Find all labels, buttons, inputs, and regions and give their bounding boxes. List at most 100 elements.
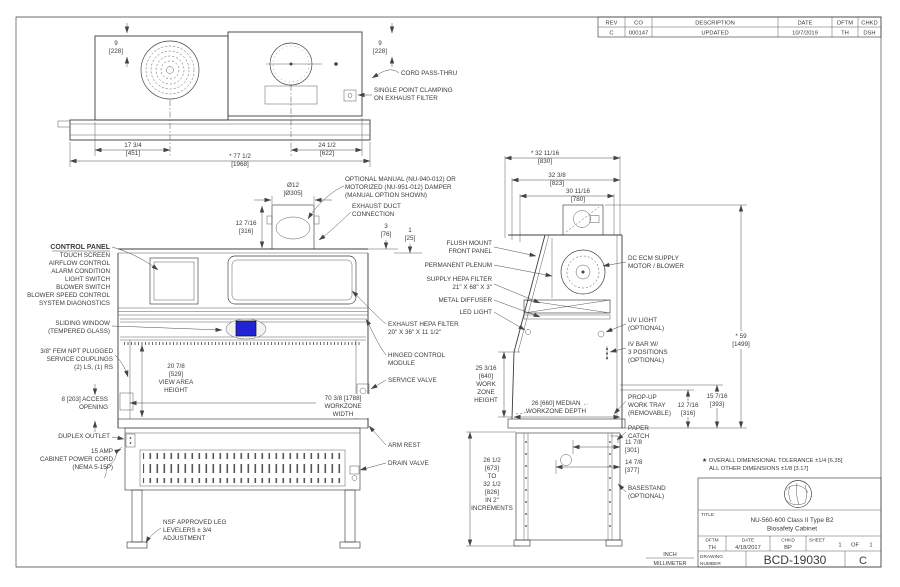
control-panel-title: CONTROL PANEL xyxy=(50,244,110,251)
units-inch: INCH xyxy=(663,552,676,558)
date-value: 4/18/2017 xyxy=(735,545,761,551)
left-leg xyxy=(126,489,148,549)
description-header: DESCRIPTION xyxy=(695,21,735,27)
date-label: DATE xyxy=(742,538,754,544)
dim-depth-left: 9[228] xyxy=(109,40,123,55)
sheet-total: 1 xyxy=(869,543,872,549)
chkd-value: DSH xyxy=(863,31,875,37)
permanent-plenum-label: PERMANENT PLENUM xyxy=(425,262,492,269)
nuaire-logo xyxy=(784,480,812,508)
drain-valve-label: DRAIN VALVE xyxy=(388,460,429,467)
dim-base-11: 11 7/8[301] xyxy=(625,439,643,454)
duplex-outlet xyxy=(125,433,136,448)
dftm-header: DFTM xyxy=(837,21,853,27)
cord-pass-thru-hole xyxy=(334,62,338,66)
title-label: TITLE xyxy=(701,512,714,518)
iv-bar-label: IV BAR W/3 POSITIONS(OPTIONAL) xyxy=(628,341,668,364)
drain-valve-fixture xyxy=(349,465,360,481)
supply-motor-blower xyxy=(560,249,606,295)
rev-value: C xyxy=(609,31,613,37)
drawing-border xyxy=(15,16,882,568)
rev-header: REV xyxy=(606,21,618,27)
right-leg xyxy=(339,489,361,549)
tolerance-note: ★ OVERALL DIMENSIONAL TOLERANCE ±1/4 [6.… xyxy=(702,457,843,472)
tolerance-note-line2: ALL OTHER DIMENSIONS ±1/8 [3.17] xyxy=(709,466,809,472)
access-opening-box xyxy=(119,392,134,411)
exhaust-blower-fan xyxy=(140,40,200,100)
sheet-num: 1 xyxy=(838,543,841,549)
dftm-value: TH xyxy=(841,31,849,37)
dim-duct-diameter: Ø12[Ø305] xyxy=(284,182,303,197)
revision-table: REV CO DESCRIPTION DATE DFTM CHKD C 0001… xyxy=(597,16,882,38)
led-light-label: LED LIGHT xyxy=(459,309,492,316)
basestand-shape xyxy=(513,432,623,547)
dim-top-mid: 32 3/8[823] xyxy=(548,172,566,187)
sheet-label: SHEET xyxy=(809,538,825,544)
date-value: 10/7/2019 xyxy=(792,31,818,37)
tolerance-note-line1: ★ OVERALL DIMENSIONAL TOLERANCE ±1/4 [6.… xyxy=(702,457,843,464)
top-view: 9[228] 9[228] CORD PASS-THRU SINGLE POIN… xyxy=(57,23,458,172)
supply-hepa-filter-shape xyxy=(523,299,611,320)
dim-base-14: 14 7/8[377] xyxy=(625,459,643,474)
uv-light-shape xyxy=(597,330,605,338)
drawing-revision: C xyxy=(859,555,867,567)
dim-overall-height: * 59[1499] xyxy=(732,333,750,348)
units-millimeter: MILLIMETER xyxy=(653,561,686,567)
drawing-number-value: BCD-19030 xyxy=(764,553,827,567)
metal-diffuser-label: METAL DIFFUSER xyxy=(438,297,492,304)
paper-catch-shape xyxy=(610,435,619,443)
dftm-value: TH xyxy=(708,545,716,551)
uv-light-label: UV LIGHT(OPTIONAL) xyxy=(628,317,664,332)
duplex-outlet-label: DUPLEX OUTLET xyxy=(58,433,110,440)
sliding-window-label: SLIDING WINDOW(TEMPERED GLASS) xyxy=(48,320,110,335)
date-header: DATE xyxy=(797,21,812,27)
pressure-gauge xyxy=(266,42,322,86)
control-panel xyxy=(149,257,199,305)
touch-screen xyxy=(225,318,267,340)
cord-pass-thru-label: CORD PASS-THRU xyxy=(401,70,458,77)
chkd-value: BP xyxy=(784,545,792,551)
front-view: Ø12[Ø305] 12 7/16[316] OPTIONAL MANUAL (… xyxy=(27,176,459,549)
side-view: * 32 11/16[830] 32 3/8[823] 30 11/16[780… xyxy=(425,150,756,547)
dim-collar: 3[76] xyxy=(381,223,392,238)
sheet-of-label: OF xyxy=(851,543,860,549)
description-value: UPDATED xyxy=(701,31,728,37)
exhaust-damper xyxy=(562,204,604,236)
co-value: 000147 xyxy=(629,31,648,37)
dim-tray-12: 12 7/16[316] xyxy=(677,402,699,417)
co-header: CO xyxy=(634,21,643,27)
iv-bar-shape xyxy=(606,346,608,360)
arm-rest-label: ARM REST xyxy=(388,442,421,449)
dim-top-overall: * 32 11/16[830] xyxy=(531,150,560,165)
dim-tray-15: 15 7/16[393] xyxy=(706,393,728,408)
dim-fan-center: 17 3/4[451] xyxy=(124,142,142,157)
service-valve-label: SERVICE VALVE xyxy=(388,377,437,384)
dim-depth-right: 9[228] xyxy=(373,40,387,55)
chkd-header: CHKD xyxy=(861,21,877,27)
